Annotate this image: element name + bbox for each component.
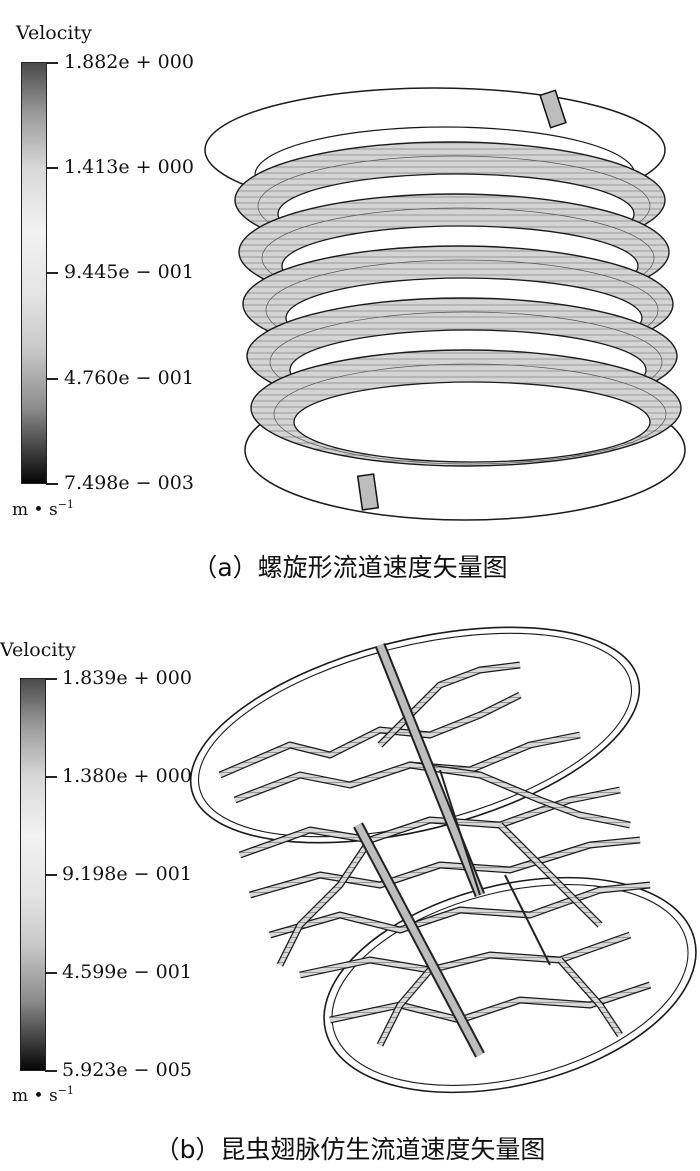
colorbar-tick-label: 5.923e − 005 <box>62 1059 192 1081</box>
colorbar-tick-label: 4.599e − 001 <box>62 961 192 983</box>
spiral-channel-diagram <box>204 87 686 521</box>
velocity-colorbar <box>20 678 46 1071</box>
vein-branch <box>238 786 621 859</box>
colorbar-tick <box>45 678 57 680</box>
vein-branch <box>249 836 641 899</box>
colorbar-tick <box>45 1070 57 1072</box>
caption-a: （a）螺旋形流道速度矢量图 <box>192 553 508 582</box>
spiral-band <box>250 349 682 467</box>
panel-b-bionic: Velocity 1.839e + 000 1.380e + 000 9.198… <box>0 585 700 1171</box>
colorbar-tick <box>45 776 57 778</box>
colorbar-tick <box>46 62 58 64</box>
bionic-channel-diagram <box>189 626 697 1094</box>
colorbar-tick-label: 9.198e − 001 <box>62 863 192 885</box>
velocity-colorbar <box>21 62 47 484</box>
vein-branch <box>409 761 631 829</box>
colorbar-tick <box>45 874 57 876</box>
casing-top-ellipse <box>189 626 641 844</box>
vein-branch <box>299 931 632 979</box>
spiral-bands <box>234 141 682 467</box>
colorbar-tick <box>46 272 58 274</box>
vein-branch <box>269 881 651 939</box>
colorbar-tick <box>46 167 58 169</box>
colorbar-tick-label: 1.413e + 000 <box>64 156 194 178</box>
legend-title: Velocity <box>16 22 92 44</box>
colorbar-tick <box>46 378 58 380</box>
vein-branch <box>218 691 522 779</box>
colorbar-tick <box>46 483 58 485</box>
vein-branch <box>276 838 373 967</box>
caption-b: （b）昆虫翅脉仿生流道速度矢量图 <box>154 1135 546 1164</box>
velocity-unit: m • s−1 <box>12 498 74 520</box>
colorbar-tick-label: 1.380e + 000 <box>62 765 192 787</box>
vein-branch <box>557 957 623 1037</box>
panel-a-spiral: Velocity 1.882e + 000 1.413e + 000 9.445… <box>0 0 700 585</box>
colorbar-tick-label: 1.839e + 000 <box>62 667 192 689</box>
vein-network <box>218 661 652 1047</box>
vein-branch <box>376 967 433 1047</box>
vein-branch <box>497 822 603 928</box>
casing-bottom-ellipse <box>323 876 697 1094</box>
legend-title: Velocity <box>0 639 76 661</box>
casing-top-inner <box>197 632 633 838</box>
colorbar-tick-label: 7.498e − 003 <box>64 472 194 494</box>
colorbar-tick-label: 4.760e − 001 <box>64 367 194 389</box>
colorbar-tick-label: 9.445e − 001 <box>64 261 194 283</box>
colorbar-tick <box>45 972 57 974</box>
casing-bottom-inner <box>331 884 689 1086</box>
velocity-unit: m • s−1 <box>12 1084 74 1106</box>
inlet-block <box>356 473 380 511</box>
colorbar-tick-label: 1.882e + 000 <box>64 51 194 73</box>
outlet-block <box>539 89 567 129</box>
